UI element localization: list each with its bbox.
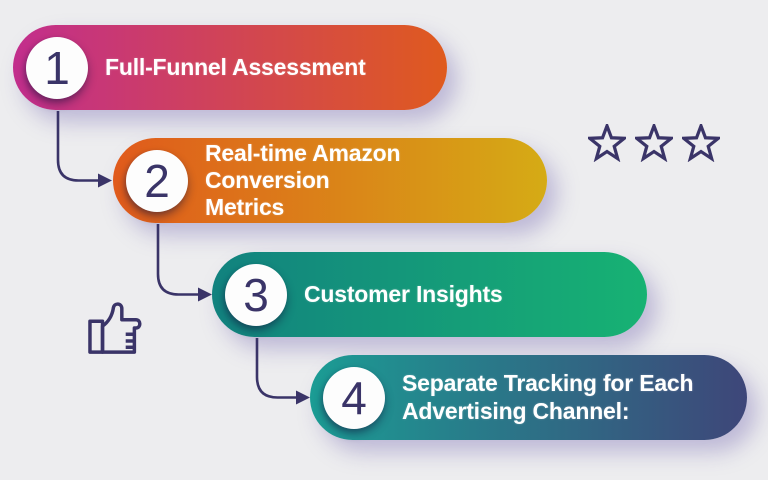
step-banner-1: 1 Full-Funnel Assessment	[13, 25, 447, 110]
step-number-1: 1	[44, 41, 70, 94]
star-outline-icon	[588, 124, 626, 162]
step-number-circle-1: 1	[26, 36, 88, 99]
arrow-step3-to-step4	[255, 338, 310, 405]
step-number-circle-2: 2	[126, 149, 188, 212]
step-number-4: 4	[341, 371, 367, 424]
step-number-3: 3	[243, 268, 269, 321]
step-number-circle-3: 3	[225, 263, 287, 326]
step-banner-2: 2 Real-time Amazon Conversion Metrics	[113, 138, 547, 223]
step-label-1: Full-Funnel Assessment	[105, 53, 366, 80]
arrow-step2-to-step3	[156, 224, 212, 302]
arrow-step1-to-step2	[56, 111, 112, 188]
step-number-circle-4: 4	[323, 366, 385, 429]
star-outline-icon	[635, 124, 673, 162]
step-banner-3: 3 Customer Insights	[212, 252, 647, 337]
star-outline-icon	[682, 124, 720, 162]
star-rating	[588, 124, 720, 162]
step-label-4: Separate Tracking for Each Advertising C…	[402, 370, 694, 424]
thumbs-up-icon	[88, 302, 142, 354]
step-label-2: Real-time Amazon Conversion Metrics	[205, 139, 401, 221]
step-label-3: Customer Insights	[304, 280, 503, 307]
step-banner-4: 4 Separate Tracking for Each Advertising…	[310, 355, 747, 440]
step-number-2: 2	[144, 154, 170, 207]
